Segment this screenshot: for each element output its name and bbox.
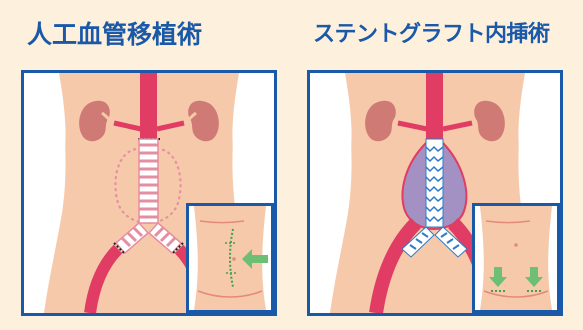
illustration-artificial-graft (24, 73, 274, 313)
panel-artificial-graft (21, 70, 277, 316)
title-artificial-graft: 人工血管移植術 (27, 22, 202, 47)
inset-femoral-access (472, 203, 560, 313)
aorta (426, 73, 443, 143)
illustration-stent-graft (310, 73, 560, 313)
inset-abdomen-incision (186, 203, 274, 313)
title-stent-graft: ステントグラフト内挿術 (313, 24, 550, 46)
panel-stent-graft (307, 70, 563, 316)
aorta (140, 73, 157, 139)
